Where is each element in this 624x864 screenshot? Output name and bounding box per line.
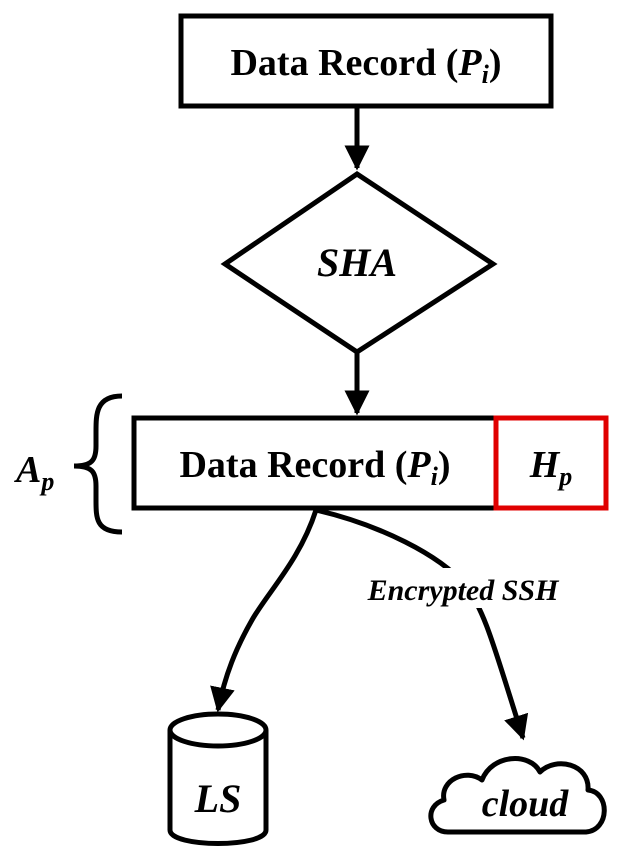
cloud-shape <box>428 756 607 835</box>
data-record-box <box>131 415 499 511</box>
hash-box <box>493 415 609 511</box>
edge-label: Encrypted SSH <box>367 574 561 607</box>
arrow-record-to-cloud <box>315 507 529 741</box>
brace-label: Ap <box>14 449 54 496</box>
local-storage-cylinder <box>167 711 269 846</box>
data-record-label: Data Record (Pi) <box>179 444 450 491</box>
ls-label: LS <box>194 776 242 821</box>
curly-brace <box>73 393 123 535</box>
edge-label-backdrop <box>350 568 576 608</box>
sha-label: SHA <box>317 240 397 285</box>
arrow-record-to-ls <box>210 509 319 713</box>
data-record-box-top <box>178 13 554 109</box>
hash-label: Hp <box>529 444 573 491</box>
cloud-label: cloud <box>482 783 570 825</box>
data-record-label-top: Data Record (Pi) <box>230 42 501 89</box>
